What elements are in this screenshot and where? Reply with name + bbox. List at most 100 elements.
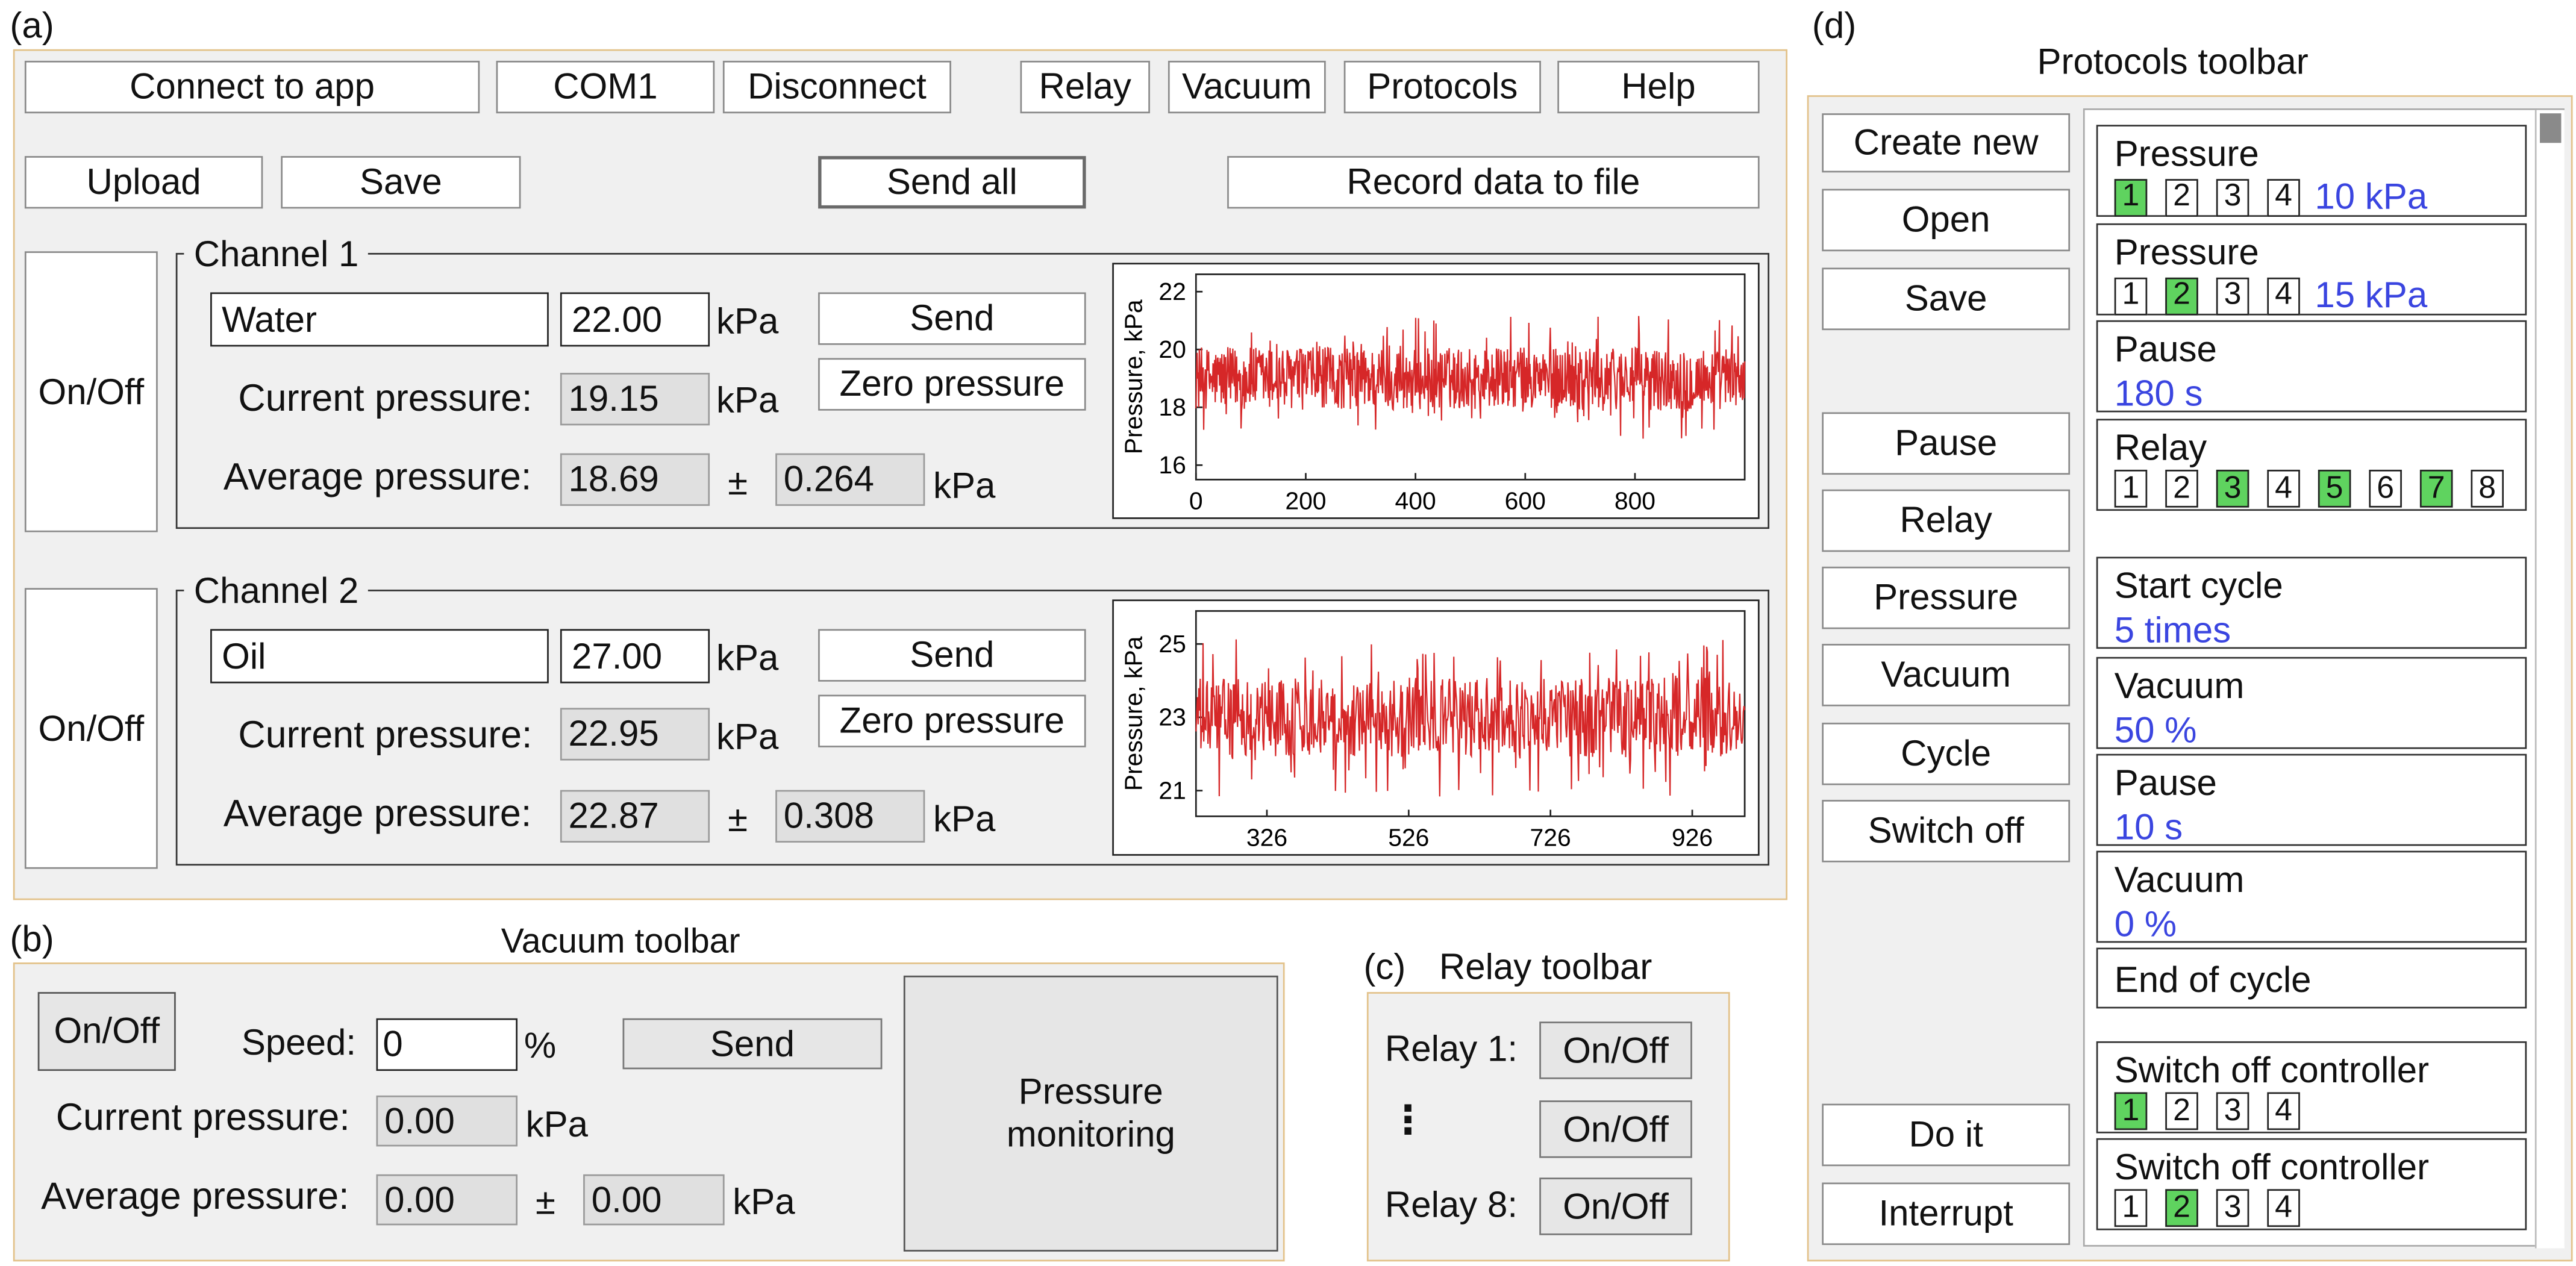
step-value: 10 s xyxy=(2114,806,2183,848)
add-pressure-step-button[interactable]: Pressure xyxy=(1822,566,2071,629)
channel-toggle[interactable]: 4 xyxy=(2267,178,2300,216)
save-protocol-button[interactable]: Save xyxy=(1822,267,2071,331)
relay-toggle[interactable]: 2 xyxy=(2165,469,2198,508)
channel-toggle[interactable]: 2 xyxy=(2165,1092,2198,1130)
relay-8-onoff-button[interactable]: On/Off xyxy=(1539,1177,1692,1235)
pressure-monitoring-button[interactable]: Pressure monitoring xyxy=(903,975,1278,1252)
vacuum-speed-input[interactable]: 0 xyxy=(376,1018,518,1071)
add-vacuum-step-button[interactable]: Vacuum xyxy=(1822,644,2071,706)
relay-n-onoff-button[interactable]: On/Off xyxy=(1539,1100,1692,1158)
step-pressure-2[interactable]: Pressure 1 2 3 4 15 kPa xyxy=(2096,223,2527,316)
step-value: 50 % xyxy=(2114,709,2197,751)
step-end-of-cycle[interactable]: End of cycle xyxy=(2096,947,2527,1009)
step-switch-off-1[interactable]: Switch off controller 1 2 3 4 xyxy=(2096,1041,2527,1133)
step-relay-selector: 1 2 3 4 5 6 7 8 xyxy=(2114,469,2522,508)
relay-toggle[interactable]: 4 xyxy=(2267,469,2300,508)
add-relay-step-button[interactable]: Relay xyxy=(1822,489,2071,552)
add-cycle-step-button[interactable]: Cycle xyxy=(1822,722,2071,785)
vacuum-send-button[interactable]: Send xyxy=(622,1018,883,1070)
channel-2-name-input[interactable]: Oil xyxy=(210,629,549,684)
channel-toggle[interactable]: 3 xyxy=(2216,1189,2249,1227)
channel-toggle[interactable]: 2 xyxy=(2165,276,2198,315)
step-vacuum-1[interactable]: Vacuum 50 % xyxy=(2096,656,2527,751)
channel-toggle[interactable]: 1 xyxy=(2114,178,2148,216)
channel-1-onoff-button[interactable]: On/Off xyxy=(24,251,158,532)
vacuum-current-unit: kPa xyxy=(525,1103,589,1145)
y-tick-label: 23 xyxy=(1158,703,1186,731)
help-button[interactable]: Help xyxy=(1557,60,1760,114)
channel-toggle[interactable]: 4 xyxy=(2267,1092,2300,1130)
relay-toggle[interactable]: 3 xyxy=(2216,469,2249,508)
relay-toolbar-button[interactable]: Relay xyxy=(1020,60,1150,114)
protocol-steps-list[interactable]: Pressure 1 2 3 4 10 kPa Pressure 1 2 3 4… xyxy=(2083,108,2565,1249)
steps-scrollbar-thumb[interactable] xyxy=(2540,113,2562,143)
channel-1-title: Channel 1 xyxy=(184,235,369,273)
relay-toggle[interactable]: 5 xyxy=(2318,469,2351,508)
channel-toggle[interactable]: 1 xyxy=(2114,1189,2148,1227)
relay-1-onoff-button[interactable]: On/Off xyxy=(1539,1021,1692,1079)
vacuum-toolbar: On/Off Speed: 0 % Send Current pressure:… xyxy=(13,962,1285,1262)
y-tick-label: 18 xyxy=(1158,393,1186,421)
record-data-button[interactable]: Record data to file xyxy=(1227,156,1760,209)
step-value: 15 kPa xyxy=(2315,274,2428,316)
y-axis-label: Pressure, kPa xyxy=(1119,299,1147,454)
channel-1-setpoint-input[interactable]: 22.00 xyxy=(560,292,710,347)
send-all-button[interactable]: Send all xyxy=(818,156,1086,209)
step-relay[interactable]: Relay 1 2 3 4 5 6 7 8 xyxy=(2096,419,2527,511)
channel-2-setpoint-input[interactable]: 27.00 xyxy=(560,629,710,684)
channel-1-zero-pressure-button[interactable]: Zero pressure xyxy=(818,358,1086,411)
channel-toggle[interactable]: 4 xyxy=(2267,276,2300,315)
channel-2-plusminus: ± xyxy=(728,798,748,840)
channel-1-average-label: Average pressure: xyxy=(223,455,532,498)
open-protocol-button[interactable]: Open xyxy=(1822,189,2071,252)
protocols-toolbar-button[interactable]: Protocols xyxy=(1343,60,1541,114)
relay-toggle[interactable]: 1 xyxy=(2114,469,2148,508)
port-selector[interactable]: COM1 xyxy=(496,60,715,114)
step-pause-2[interactable]: Pause 10 s xyxy=(2096,753,2527,848)
channel-1-send-button[interactable]: Send xyxy=(818,292,1086,345)
step-vacuum-2[interactable]: Vacuum 0 % xyxy=(2096,850,2527,944)
channel-toggle[interactable]: 2 xyxy=(2165,1189,2198,1227)
step-pause-1[interactable]: Pause 180 s xyxy=(2096,320,2527,414)
vacuum-onoff-button[interactable]: On/Off xyxy=(37,992,176,1071)
create-new-protocol-button[interactable]: Create new xyxy=(1822,113,2071,173)
channel-1-name-input[interactable]: Water xyxy=(210,292,549,347)
channel-toggle[interactable]: 2 xyxy=(2165,178,2198,216)
vacuum-toolbar-button[interactable]: Vacuum xyxy=(1168,60,1326,114)
connect-to-app-button[interactable]: Connect to app xyxy=(24,60,480,114)
do-it-button[interactable]: Do it xyxy=(1822,1103,2071,1167)
vacuum-stdev-value: 0.00 xyxy=(583,1174,725,1226)
x-tick-label: 400 xyxy=(1395,487,1436,514)
channel-toggle[interactable]: 3 xyxy=(2216,1092,2249,1130)
channel-toggle[interactable]: 1 xyxy=(2114,276,2148,315)
channel-2-average-label: Average pressure: xyxy=(223,791,532,835)
channel-2-onoff-button[interactable]: On/Off xyxy=(24,588,158,869)
relay-toggle[interactable]: 7 xyxy=(2419,469,2453,508)
interrupt-button[interactable]: Interrupt xyxy=(1822,1182,2071,1246)
channel-2-average-unit: kPa xyxy=(933,798,996,840)
upload-button[interactable]: Upload xyxy=(24,156,263,209)
add-pause-step-button[interactable]: Pause xyxy=(1822,412,2071,475)
add-switch-off-step-button[interactable]: Switch off xyxy=(1822,800,2071,862)
save-button[interactable]: Save xyxy=(281,156,521,209)
relay-toggle[interactable]: 8 xyxy=(2471,469,2504,508)
channel-2-zero-pressure-button[interactable]: Zero pressure xyxy=(818,694,1086,747)
relay-toggle[interactable]: 6 xyxy=(2369,469,2402,508)
step-pressure-1[interactable]: Pressure 1 2 3 4 10 kPa xyxy=(2096,125,2527,217)
vacuum-average-label: Average pressure: xyxy=(41,1174,349,1217)
step-switch-off-2[interactable]: Switch off controller 1 2 3 4 xyxy=(2096,1138,2527,1230)
relay-ellipsis: ⋮ xyxy=(1388,1099,1428,1144)
channel-toggle[interactable]: 4 xyxy=(2267,1189,2300,1227)
channel-toggle[interactable]: 3 xyxy=(2216,178,2249,216)
channel-toggle[interactable]: 3 xyxy=(2216,276,2249,315)
channel-2-send-button[interactable]: Send xyxy=(818,629,1086,682)
y-tick-label: 20 xyxy=(1158,335,1186,363)
step-start-cycle[interactable]: Start cycle 5 times xyxy=(2096,557,2527,650)
channel-2-current-value: 22.95 xyxy=(560,708,710,761)
disconnect-button[interactable]: Disconnect xyxy=(722,60,951,114)
channel-toggle[interactable]: 1 xyxy=(2114,1092,2148,1130)
steps-scrollbar[interactable] xyxy=(2534,110,2565,1249)
